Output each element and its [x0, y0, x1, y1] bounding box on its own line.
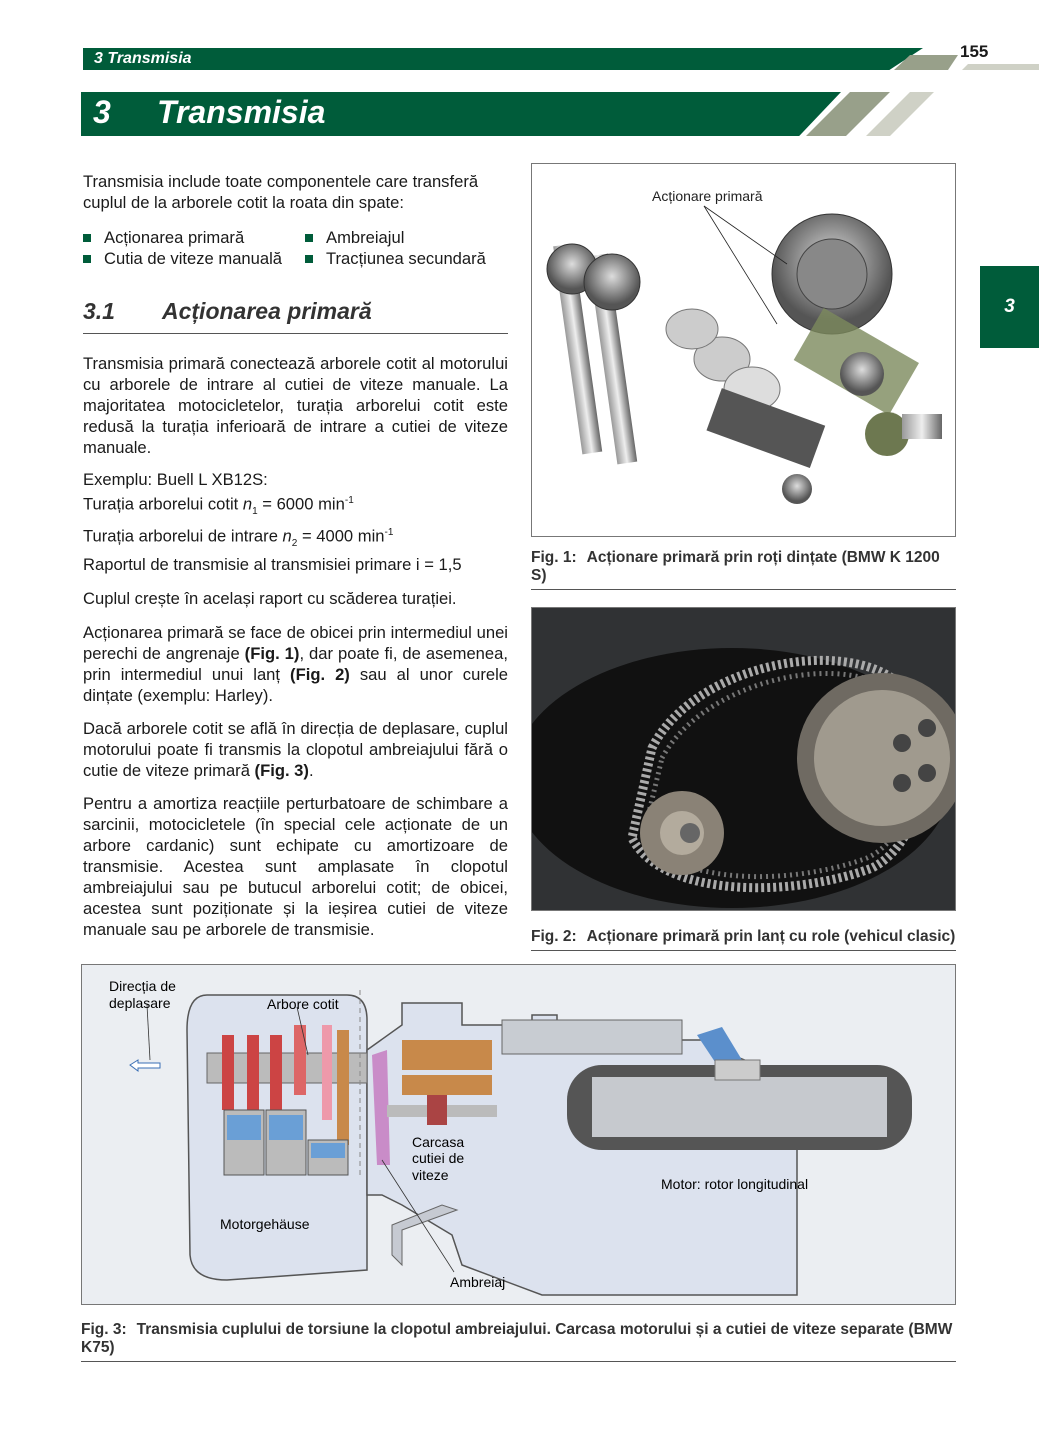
- chapter-title: Transmisia: [157, 94, 326, 130]
- label-gearbox-2: cutiei de: [412, 1150, 464, 1166]
- intro-bullets: Acționarea primară Ambreiajul Cutia de v…: [83, 227, 523, 269]
- chain-drive-photo: [532, 608, 955, 910]
- body-text: Transmisia primară conectează arborele c…: [83, 353, 508, 940]
- caption-number: Fig. 1:: [531, 549, 577, 566]
- fig-ref[interactable]: (Fig. 2): [290, 664, 350, 684]
- bullet-label: Acționarea primară: [104, 228, 245, 247]
- drivetrain-diagram: Direcția de deplasare Arbore cotit Carca…: [109, 978, 912, 1296]
- example-block: Exemplu: Buell L XB12S: Turația arborelu…: [83, 469, 508, 575]
- direction-arrow-icon: [129, 1059, 161, 1072]
- section-title: Acționarea primară: [162, 298, 372, 324]
- page-number: 155: [960, 42, 989, 61]
- leader-line: [703, 205, 778, 325]
- figure-1-caption: Fig. 1:Acționare primară prin roți dința…: [531, 549, 956, 590]
- section-number: 3.1: [83, 298, 115, 324]
- example-title: Exemplu: Buell L XB12S:: [83, 470, 268, 489]
- figure-3-caption: Fig. 3:Transmisia cuplului de torsiune l…: [81, 1321, 956, 1362]
- label-direction: Direcția de: [109, 978, 176, 994]
- label-crankshaft: Arbore cotit: [267, 996, 339, 1012]
- bullet-item: Acționarea primară: [83, 227, 305, 248]
- bullet-label: Cutia de viteze manuală: [104, 249, 283, 268]
- caption-number: Fig. 2:: [531, 928, 577, 945]
- bullet-square-icon: [83, 255, 91, 263]
- paragraph: Cuplul crește în același raport cu scăde…: [83, 588, 457, 608]
- label-direction-2: deplasare: [109, 995, 171, 1011]
- pistons: [223, 1109, 349, 1176]
- crankshaft: [206, 1025, 368, 1145]
- clutch-basket: [771, 213, 942, 456]
- fig-ref[interactable]: (Fig. 1): [244, 643, 300, 663]
- gearbox: [387, 1019, 742, 1125]
- leader-line: [296, 1006, 309, 1056]
- paragraph: Acționarea primară se face de obicei pri…: [83, 622, 508, 705]
- leader-line: [381, 1159, 455, 1273]
- pistons: [665, 308, 826, 504]
- fig-ref[interactable]: (Fig. 3): [254, 760, 309, 780]
- label-clutch: Ambreiaj: [450, 1274, 505, 1290]
- label-engine-housing: Motorgehäuse: [220, 1216, 310, 1232]
- bullet-item: Tracțiunea secundară: [305, 248, 525, 269]
- example-line: Turația arborelui cotit n1 = 6000 min-1: [83, 494, 354, 517]
- chapter-heading: 3 Transmisia: [81, 92, 841, 136]
- label-gearbox-3: viteze: [412, 1167, 449, 1183]
- caption-number: Fig. 3:: [81, 1321, 127, 1338]
- intro: Transmisia include toate componentele ca…: [83, 171, 508, 213]
- section-heading: 3.1 Acționarea primară: [83, 298, 508, 334]
- example-line: Raportul de transmisie al transmisiei pr…: [83, 554, 462, 574]
- figure-2-photo: [531, 607, 956, 911]
- chapter-stripes: [806, 92, 934, 136]
- gear-drive-illustration: Acționare primară: [546, 188, 942, 504]
- running-header: 3 Transmisia: [83, 48, 923, 70]
- bullet-square-icon: [83, 234, 91, 242]
- leader-line: [146, 1004, 151, 1061]
- leader-line: [703, 205, 788, 265]
- caption-text: Transmisia cuplului de torsiune la clopo…: [81, 1321, 953, 1356]
- bullet-label: Tracțiunea secundară: [326, 249, 486, 268]
- example-line: Turația arborelui de intrare n2 = 4000 m…: [83, 526, 394, 549]
- caption-text: Acționare primară prin lanț cu role (veh…: [586, 928, 956, 945]
- bullet-square-icon: [305, 255, 313, 263]
- figure-3-diagram: Direcția de deplasare Arbore cotit Carca…: [81, 964, 956, 1305]
- paragraph: Transmisia primară conectează arborele c…: [83, 354, 508, 457]
- chapter-side-tab[interactable]: 3: [980, 266, 1039, 348]
- intro-text: Transmisia include toate componentele ca…: [83, 172, 479, 212]
- paragraph: Dacă arborele cotit se află în direcția …: [83, 718, 508, 780]
- header-stripes: [894, 55, 1039, 70]
- bullet-item: Ambreiajul: [305, 227, 525, 248]
- fig1-label: Acționare primară: [652, 188, 763, 204]
- bullet-item: Cutia de viteze manuală: [83, 248, 305, 269]
- paragraph: Pentru a amortiza reacțiile perturbatoar…: [83, 793, 508, 939]
- figure-2-caption: Fig. 2: Acționare primară prin lanț cu ro…: [531, 928, 956, 951]
- rotor: [567, 1059, 912, 1150]
- label-gearbox: Carcasa: [412, 1134, 464, 1150]
- bevel-gear: [697, 1027, 742, 1065]
- clutch-lever: [391, 1204, 459, 1267]
- bullet-square-icon: [305, 234, 313, 242]
- clutch: [372, 1050, 390, 1165]
- caption-text: Acționare primară prin roți dințate (BMW…: [531, 549, 940, 584]
- chapter-number: 3: [93, 94, 111, 130]
- label-rotor: Motor: rotor longitudinal: [661, 1176, 808, 1192]
- camshafts: [546, 243, 641, 465]
- bullet-label: Ambreiajul: [326, 228, 405, 247]
- running-title: 3 Transmisia: [94, 50, 192, 67]
- figure-1-image: Acționare primară: [531, 163, 956, 537]
